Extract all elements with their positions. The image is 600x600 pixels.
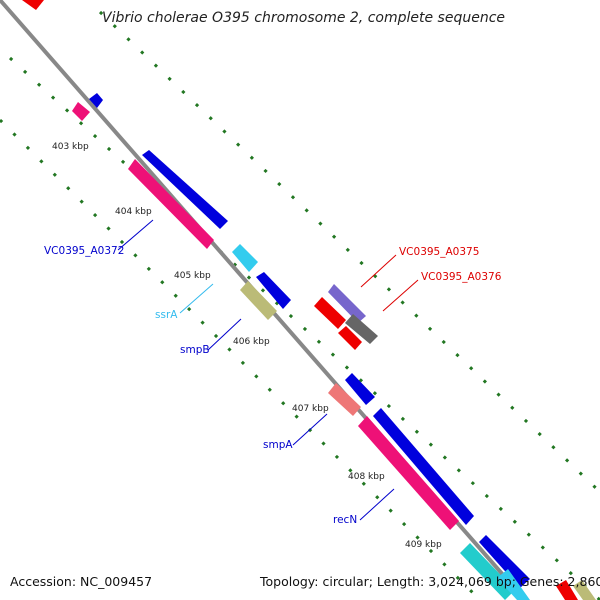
gene-label-recn[interactable]: recN (333, 514, 358, 526)
leader-smpb (207, 318, 242, 351)
cds-grey-a0376 (345, 314, 378, 344)
cds-cyan-ssra (232, 244, 258, 272)
gene-label-ssra[interactable]: ssrA (155, 309, 178, 321)
gene-label-vc0395-a0375[interactable]: VC0395_A0375 (399, 246, 480, 258)
gene-label-smpa[interactable]: smpA (263, 439, 293, 451)
cds-red-a0375 (314, 297, 346, 329)
cds-olive-bottom (573, 580, 596, 600)
tick-label: 407 kbp (292, 404, 329, 414)
cds-blue-smpb (256, 272, 291, 309)
cds-teal-bottom (460, 543, 515, 600)
cds-pink-recn (358, 416, 459, 530)
cds-blue-a0372 (142, 150, 228, 229)
cds-pink-a0372 (128, 159, 214, 249)
dotted-guide-outer-top (98, 10, 600, 494)
gene-label-vc0395-a0372[interactable]: VC0395_A0372 (44, 245, 125, 257)
dotted-guide-outer (8, 56, 600, 600)
cds-red-a0376 (338, 326, 362, 350)
tick-label: 409 kbp (405, 540, 442, 550)
leader-recn (359, 488, 395, 521)
tick-label: 408 kbp (348, 472, 385, 482)
accession-text: Accession: NC_009457 (10, 574, 153, 589)
tick-label: 403 kbp (52, 142, 89, 152)
cds-blue-smpa (345, 373, 375, 405)
tick-label: 406 kbp (233, 337, 270, 347)
genome-summary-text: Topology: circular; Length: 3,024,069 bp… (260, 574, 600, 589)
tick-label: 405 kbp (174, 271, 211, 281)
cds-cyan-bottom (497, 569, 530, 600)
leader-smpa (292, 413, 328, 446)
cds-red-top (22, 0, 44, 10)
cds-blue-small (89, 93, 103, 108)
cds-blue-bottom (479, 535, 530, 588)
leader-ssra (179, 283, 214, 314)
gene-label-vc0395-a0376[interactable]: VC0395_A0376 (421, 271, 502, 283)
map-title: Vibrio cholerae O395 chromosome 2, compl… (102, 10, 506, 26)
cds-olive-smpb (240, 281, 277, 320)
cds-pink-small (72, 102, 90, 121)
cds-salmon-smpa (328, 383, 361, 416)
cds-blue-recn (373, 408, 474, 525)
leader-a0375 (360, 254, 397, 288)
leader-a0372 (117, 219, 154, 251)
gene-label-smpb[interactable]: smpB (180, 344, 210, 356)
tick-label: 404 kbp (115, 207, 152, 217)
cds-red-bottom (556, 580, 578, 600)
leader-a0376 (382, 279, 419, 312)
dotted-guide-inner (0, 118, 482, 600)
cds-purple-a0375 (328, 284, 366, 323)
